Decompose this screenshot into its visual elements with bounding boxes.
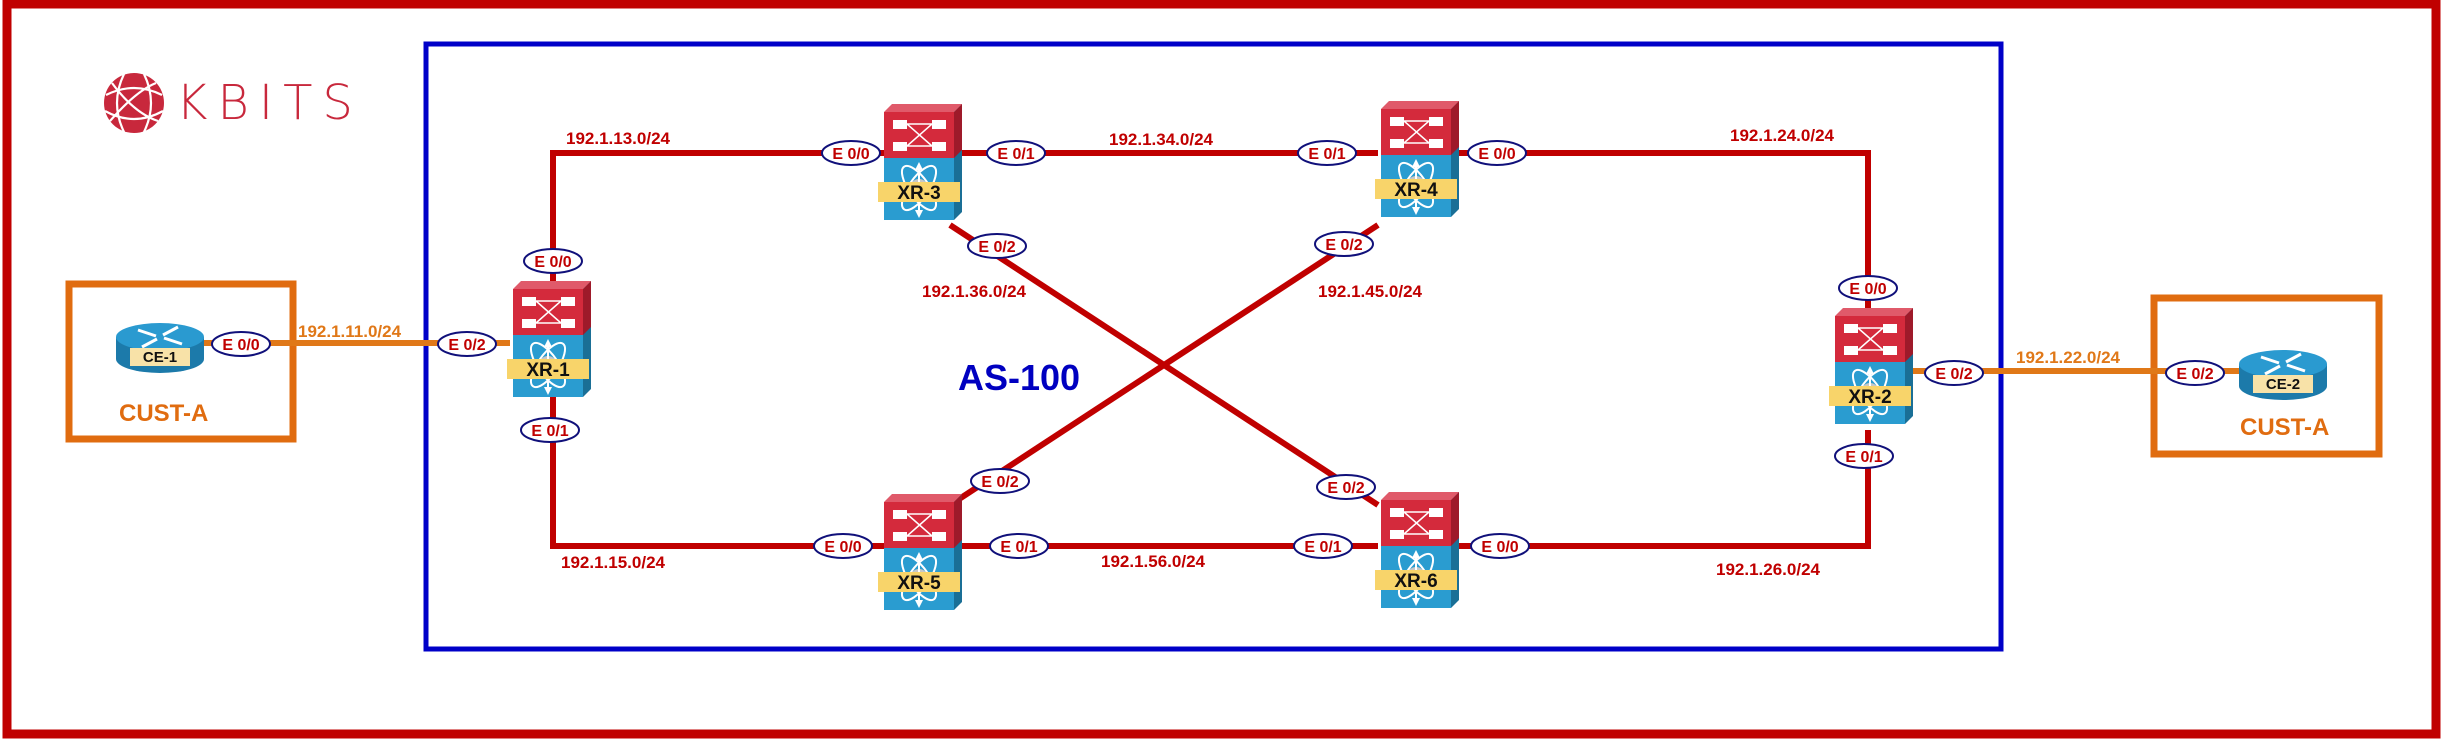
link-xr4-xr2 <box>1456 150 1871 315</box>
svg-text:E 0/1: E 0/1 <box>1000 539 1037 556</box>
subnet-label: 192.1.15.0/24 <box>561 553 666 572</box>
device-xr-6[interactable]: XR-6 <box>1375 492 1459 608</box>
svg-text:E 0/1: E 0/1 <box>997 146 1034 163</box>
interface-label-xr4-e0-2[interactable]: E 0/2 <box>1314 231 1374 257</box>
as-100-label: AS-100 <box>958 357 1080 398</box>
device-ce-2[interactable]: CE-2 <box>2239 350 2327 400</box>
device-label: XR-6 <box>1394 571 1437 592</box>
interface-label-xr6-e0-0[interactable]: E 0/0 <box>1470 533 1530 559</box>
svg-text:E 0/2: E 0/2 <box>1327 480 1364 497</box>
svg-text:E 0/1: E 0/1 <box>1304 539 1341 556</box>
device-xr-4[interactable]: XR-4 <box>1375 101 1459 217</box>
link-xr1-xr5 <box>550 395 888 549</box>
interface-label-xr4-e0-1[interactable]: E 0/1 <box>1297 140 1357 166</box>
link-xr6-xr2 <box>1456 430 1871 549</box>
logo-text: KBITS <box>176 75 363 131</box>
interface-label-xr5-e0-0[interactable]: E 0/0 <box>813 533 873 559</box>
device-xr-1[interactable]: XR-1 <box>507 281 591 397</box>
svg-text:E 0/2: E 0/2 <box>1325 237 1362 254</box>
interface-labels: E 0/0 E 0/2 E 0/0 E 0/0 E 0/1 E 0/0 E 0/… <box>211 140 2225 559</box>
svg-text:E 0/1: E 0/1 <box>1308 146 1345 163</box>
device-label: XR-5 <box>897 573 941 594</box>
interface-label-xr2-e0-1[interactable]: E 0/1 <box>1834 443 1894 469</box>
device-xr-3[interactable]: XR-3 <box>878 104 962 220</box>
interface-label-xr3-e0-2[interactable]: E 0/2 <box>967 233 1027 259</box>
svg-text:E 0/0: E 0/0 <box>824 539 861 556</box>
svg-text:E 0/2: E 0/2 <box>978 239 1015 256</box>
interface-label-xr5-e0-2[interactable]: E 0/2 <box>970 468 1030 494</box>
svg-text:E 0/2: E 0/2 <box>1935 366 1972 383</box>
svg-text:E 0/2: E 0/2 <box>981 474 1018 491</box>
svg-text:E 0/0: E 0/0 <box>1849 281 1886 298</box>
svg-text:E 0/0: E 0/0 <box>534 254 571 271</box>
interface-label-xr6-e0-1[interactable]: E 0/1 <box>1293 533 1353 559</box>
device-xr-5[interactable]: XR-5 <box>878 494 962 610</box>
device-label-bg <box>1375 570 1457 590</box>
interface-label-xr1-e0-0[interactable]: E 0/0 <box>523 248 583 274</box>
device-label-bg <box>1829 386 1911 406</box>
device-label: CE-1 <box>143 349 177 366</box>
subnet-label: 192.1.11.0/24 <box>298 322 402 341</box>
link-xr1-xr3 <box>550 150 888 300</box>
interface-label-xr2-e0-0[interactable]: E 0/0 <box>1838 275 1898 301</box>
subnet-label: 192.1.24.0/24 <box>1730 126 1835 145</box>
subnet-label: 192.1.34.0/24 <box>1109 130 1214 149</box>
device-ce-1[interactable]: CE-1 <box>116 323 204 373</box>
interface-label-xr6-e0-2[interactable]: E 0/2 <box>1316 474 1376 500</box>
interface-label-xr3-e0-0[interactable]: E 0/0 <box>821 140 881 166</box>
subnet-label: 192.1.26.0/24 <box>1716 560 1821 579</box>
customer-site-right-label: CUST-A <box>2240 414 2329 441</box>
subnet-label: 192.1.13.0/24 <box>566 129 671 148</box>
device-label-bg <box>1375 179 1457 199</box>
interface-label-xr5-e0-1[interactable]: E 0/1 <box>989 533 1049 559</box>
svg-text:E 0/1: E 0/1 <box>1845 449 1882 466</box>
interface-label-xr1-e0-1[interactable]: E 0/1 <box>520 417 580 443</box>
interface-label-xr1-e0-2[interactable]: E 0/2 <box>437 331 497 357</box>
device-label: XR-2 <box>1848 387 1891 408</box>
interface-label-ce2-e0-2[interactable]: E 0/2 <box>2165 360 2225 386</box>
device-label-bg <box>2253 375 2313 393</box>
subnet-label: 192.1.22.0/24 <box>2016 348 2121 367</box>
kbits-logo: KBITS <box>104 73 363 133</box>
link-xr4-xr5 <box>948 222 1380 508</box>
svg-text:E 0/2: E 0/2 <box>448 337 485 354</box>
device-label: XR-1 <box>526 360 570 381</box>
devices-layer: CE-1CE-2 XR-1XR-2 XR-3 XR-4XR-5 XR-6 <box>116 101 2327 610</box>
globe-icon <box>104 73 164 133</box>
svg-text:E 0/0: E 0/0 <box>1478 146 1515 163</box>
svg-text:E 0/0: E 0/0 <box>1481 539 1518 556</box>
interface-label-xr4-e0-0[interactable]: E 0/0 <box>1467 140 1527 166</box>
subnet-label: 192.1.45.0/24 <box>1318 282 1423 301</box>
interface-label-xr2-e0-2[interactable]: E 0/2 <box>1924 360 1984 386</box>
customer-site-right-boundary <box>2150 294 2383 458</box>
customer-site-left-label: CUST-A <box>119 400 208 427</box>
svg-text:E 0/2: E 0/2 <box>2176 366 2213 383</box>
device-label-bg <box>878 182 960 202</box>
subnet-label: 192.1.56.0/24 <box>1101 552 1206 571</box>
svg-text:E 0/0: E 0/0 <box>222 337 259 354</box>
as-100-boundary <box>423 41 2004 652</box>
customer-site-left-boundary <box>65 280 297 443</box>
device-label-bg <box>130 348 190 366</box>
links-layer <box>185 150 2256 549</box>
subnet-label: 192.1.36.0/24 <box>922 282 1027 301</box>
device-xr-2[interactable]: XR-2 <box>1829 308 1913 424</box>
svg-text:E 0/1: E 0/1 <box>531 423 568 440</box>
interface-label-ce1-e0-0[interactable]: E 0/0 <box>211 331 271 357</box>
device-label-bg <box>507 359 589 379</box>
interface-label-xr3-e0-1[interactable]: E 0/1 <box>986 140 1046 166</box>
device-label: CE-2 <box>2266 376 2300 393</box>
svg-text:E 0/0: E 0/0 <box>832 146 869 163</box>
device-label: XR-4 <box>1394 180 1438 201</box>
device-label-bg <box>878 572 960 592</box>
device-label: XR-3 <box>897 183 940 204</box>
subnet-labels: 192.1.11.0/24 192.1.13.0/24 192.1.15.0/2… <box>298 126 2121 579</box>
